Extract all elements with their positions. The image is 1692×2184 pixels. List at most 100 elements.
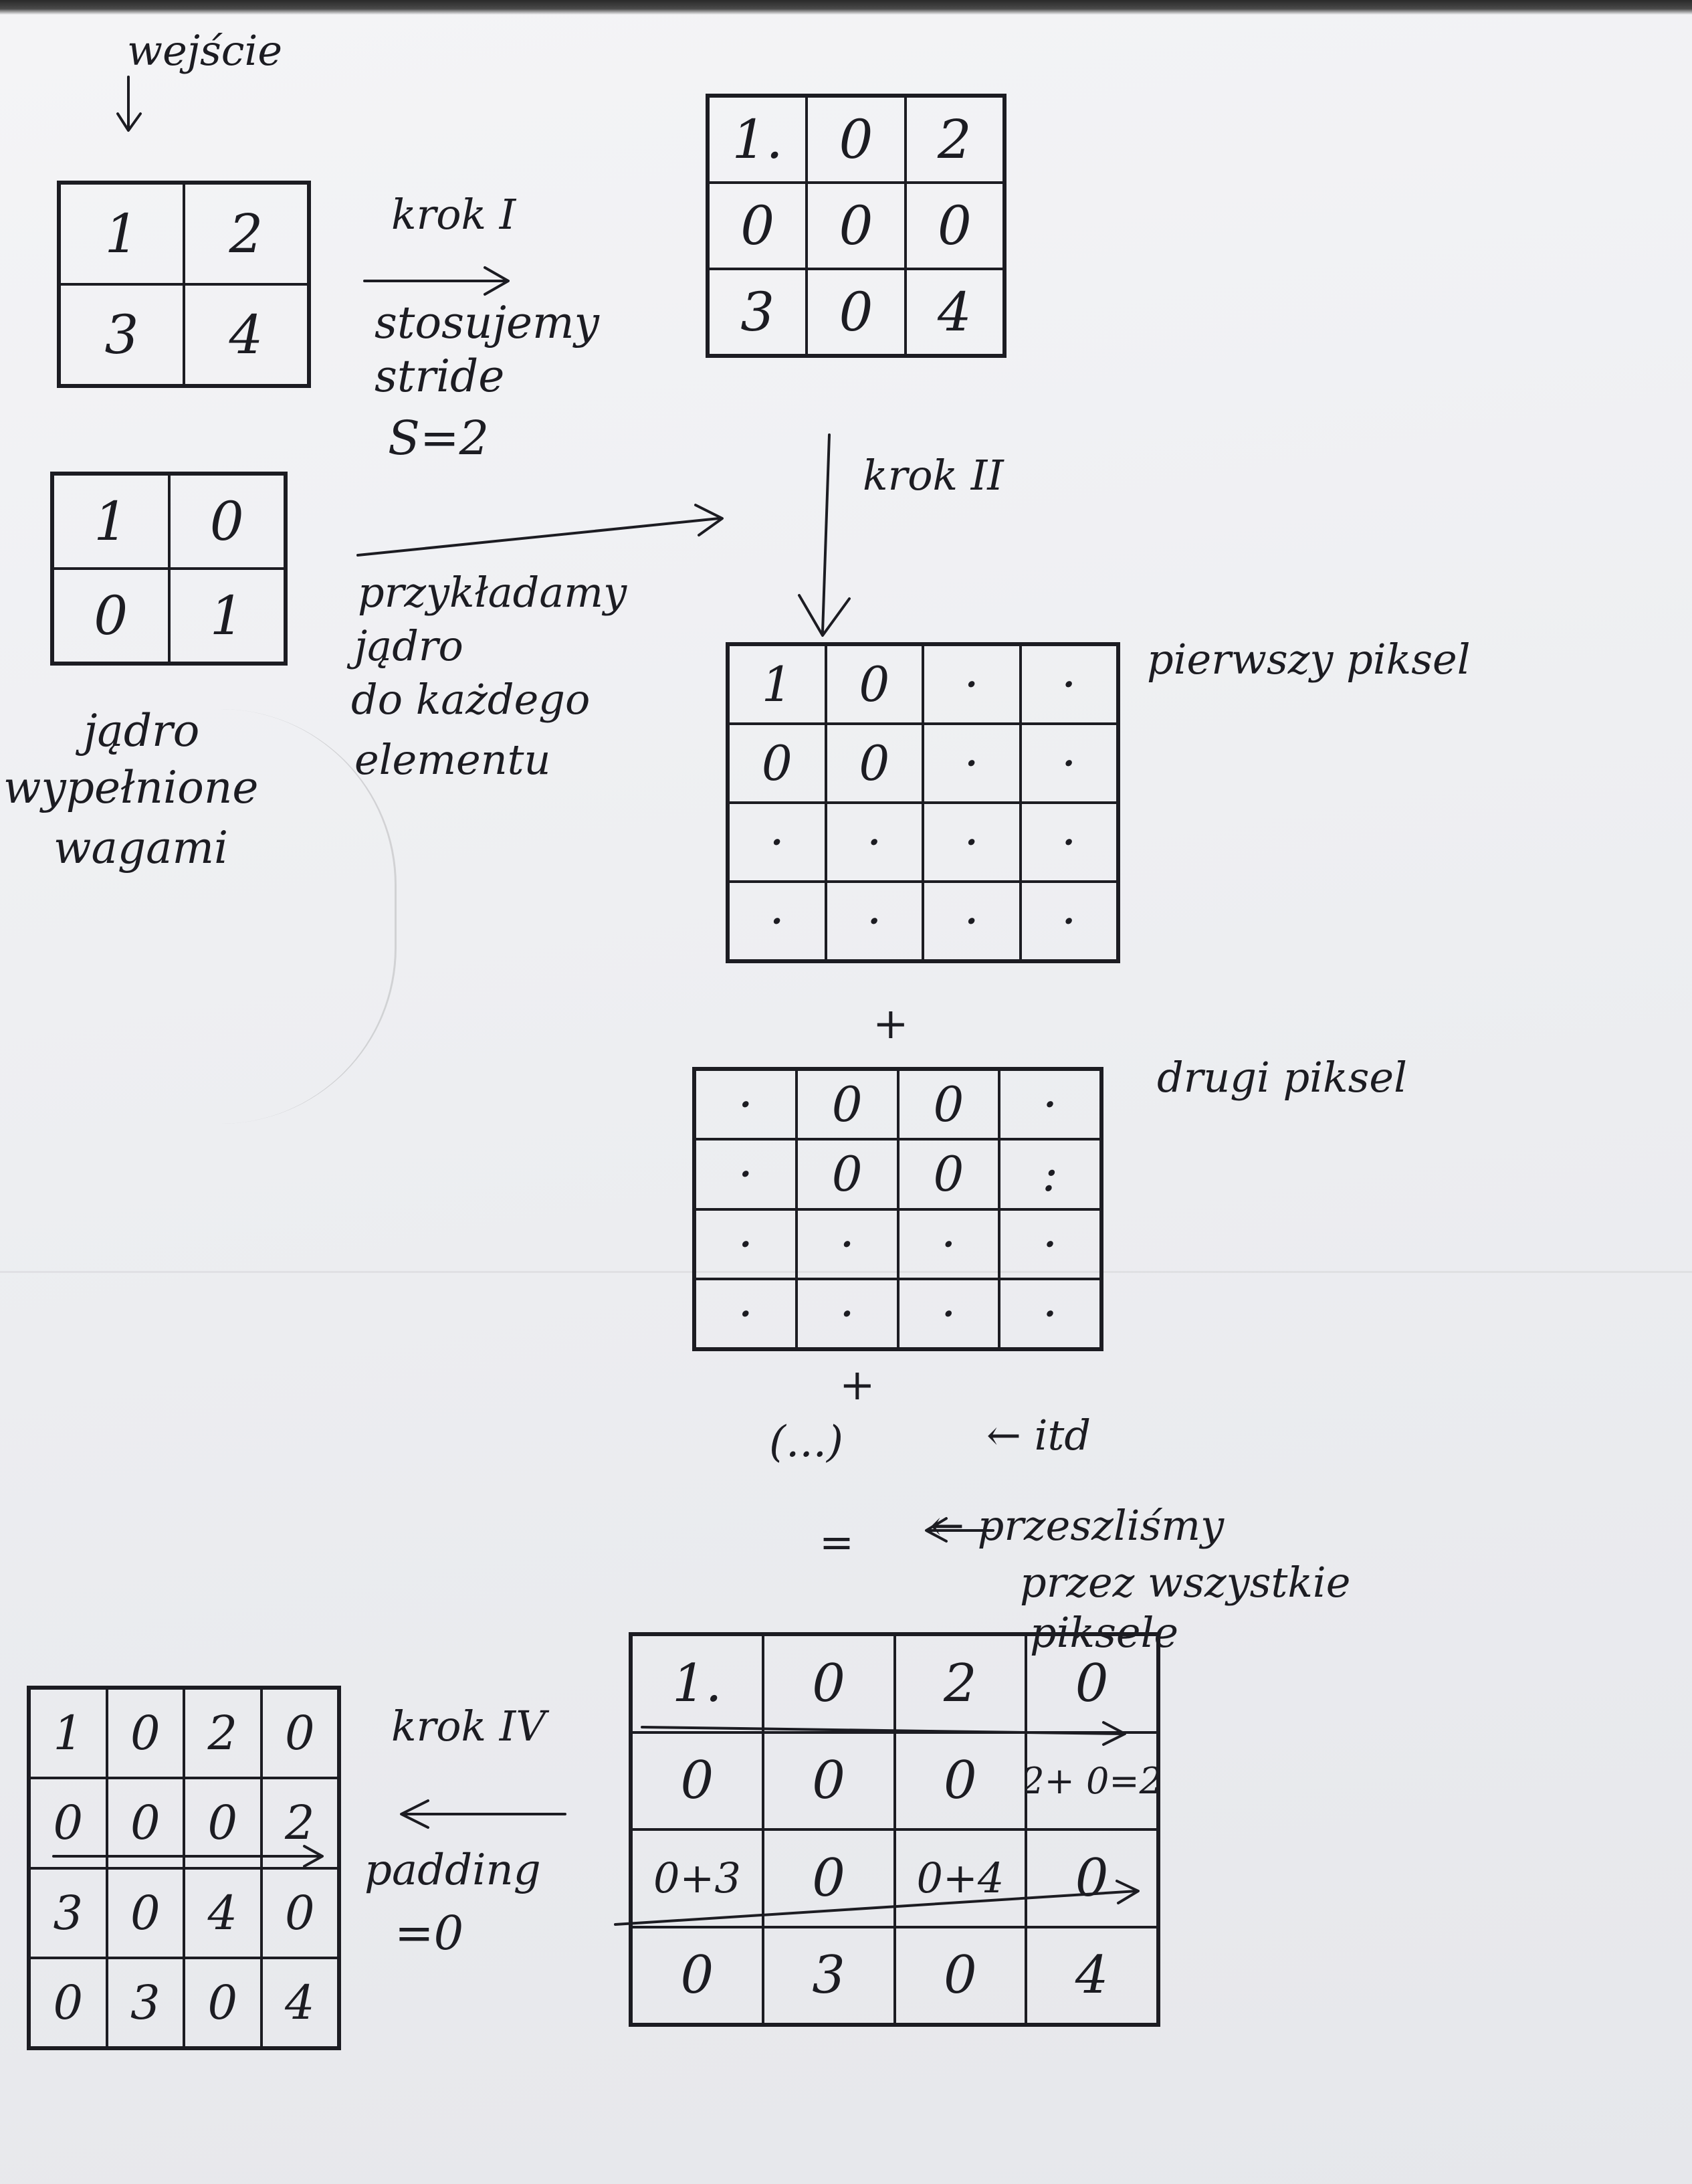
final-cell: 0 [261,1868,338,1958]
final-cell: 0 [106,1868,184,1958]
do-kazdego-label: do każdego [351,675,591,724]
final-cell: 3 [29,1868,107,1958]
jadro-label: jądro [354,621,463,670]
sum-matrix: 1. 0 2 0 0 0 0 2+ 0=2 0+3 0 0+4 0 0 3 0 … [629,1632,1160,2027]
second-pixel-matrix: · 0 0 · · 0 0 : · · · · · · · · [692,1067,1103,1351]
krok2-label: krok II [863,451,1004,500]
input-matrix: 1 2 3 4 [57,181,311,388]
strided-cell: 0 [708,183,807,269]
input-cell: 4 [184,284,308,385]
paper-fold [0,1271,1692,1273]
kernel-matrix: 1 0 0 1 [50,472,288,666]
second-pixel-cell: · [695,1278,797,1349]
krok2-down-arrow [821,433,831,633]
kernel-caption-line1: jądro [84,705,200,757]
kernel-caption-line2: wypełnione [3,762,259,813]
sum-cell: 0 [762,1635,895,1732]
faint-pencil-arc [221,709,397,1124]
sum-row-arrow-2 [614,1890,1138,1926]
first-pixel-cell: · [728,803,826,882]
final-cell: 3 [106,1957,184,2048]
strided-cell: 1. [708,96,807,183]
sum-cell: 0+3 [631,1829,763,1927]
final-cell: 1 [29,1688,107,1779]
padding-label: padding [364,1846,541,1895]
sum-cell: 0 [762,1732,895,1829]
plus-sign-1: + [873,999,909,1049]
stride-label: stride [375,351,505,402]
s-equals-label: S=2 [388,411,490,466]
first-pixel-cell: · [1020,803,1118,882]
kernel-cell: 0 [169,474,285,569]
second-pixel-cell: 0 [897,1070,1000,1140]
first-pixel-cell: 0 [825,724,923,803]
second-pixel-cell: · [796,1209,898,1279]
input-cell: 3 [60,284,184,385]
kernel-arrow [356,517,720,557]
first-pixel-cell: · [923,724,1021,803]
top-edge-shadow [0,0,1692,15]
strided-cell: 0 [807,96,906,183]
second-pixel-cell: · [695,1209,797,1279]
first-pixel-cell: · [1020,645,1118,724]
second-pixel-cell: · [695,1139,797,1209]
second-pixel-cell: · [999,1070,1101,1140]
plus-sign-2: + [839,1361,875,1410]
kernel-cell: 1 [169,569,285,663]
input-cell: 1 [60,183,184,284]
pierwszy-piksel-label: pierwszy piksel [1147,635,1471,684]
sum-cell: 0 [1026,1829,1158,1927]
strided-cell: 0 [807,269,906,355]
final-cell: 0 [106,1778,184,1868]
kernel-cell: 1 [53,474,169,569]
itd-label: ← itd [986,1411,1091,1460]
strided-cell: 4 [905,269,1004,355]
final-cell: 0 [261,1688,338,1779]
sum-cell: 4 [1026,1926,1158,2024]
first-pixel-cell: · [728,882,826,961]
padding-zero-label: =0 [395,1906,464,1961]
krok1-label: krok I [391,190,516,239]
second-pixel-cell: 0 [897,1139,1000,1209]
sum-cell: 2+ 0=2 [1026,1732,1158,1829]
strided-cell: 0 [807,183,906,269]
final-cell: 0 [29,1957,107,2048]
first-pixel-cell: 0 [825,645,923,724]
final-matrix: 1 0 2 0 0 0 0 2 3 0 4 0 0 3 0 4 [27,1686,341,2050]
krok4-label: krok IV [391,1702,546,1751]
equals-sign: = [819,1518,854,1567]
first-pixel-cell: · [825,803,923,882]
final-cell: 0 [106,1688,184,1779]
elementu-label: elementu [354,735,551,784]
second-pixel-cell: : [999,1139,1101,1209]
ellipsis-label: (...) [769,1417,843,1467]
sum-cell: 3 [762,1926,895,2024]
final-cell: 4 [261,1957,338,2048]
second-pixel-cell: 0 [796,1070,898,1140]
wejscie-label: wejście [127,26,283,75]
first-pixel-cell: · [923,882,1021,961]
final-cell: 0 [29,1778,107,1868]
first-pixel-cell: · [825,882,923,961]
strided-matrix: 1. 0 2 0 0 0 3 0 4 [706,94,1007,358]
first-pixel-cell: 0 [728,724,826,803]
sum-cell: 0 [762,1829,895,1927]
first-pixel-matrix: 1 0 · · 0 0 · · · · · · · · · · [726,642,1120,963]
final-cell: 0 [184,1778,261,1868]
final-cell: 2 [261,1778,338,1868]
second-pixel-cell: · [897,1209,1000,1279]
final-cell: 0 [184,1957,261,2048]
second-pixel-cell: · [999,1278,1101,1349]
sum-cell: 1. [631,1635,763,1732]
first-pixel-cell: · [923,803,1021,882]
drugi-piksel-label: drugi piksel [1157,1053,1407,1102]
second-pixel-cell: · [695,1070,797,1140]
second-pixel-cell: 0 [796,1139,898,1209]
strided-cell: 2 [905,96,1004,183]
sum-cell: 0 [631,1926,763,2024]
second-pixel-cell: · [999,1209,1101,1279]
strided-cell: 3 [708,269,807,355]
stosujemy-label: stosujemy [375,297,599,349]
first-pixel-cell: · [1020,724,1118,803]
